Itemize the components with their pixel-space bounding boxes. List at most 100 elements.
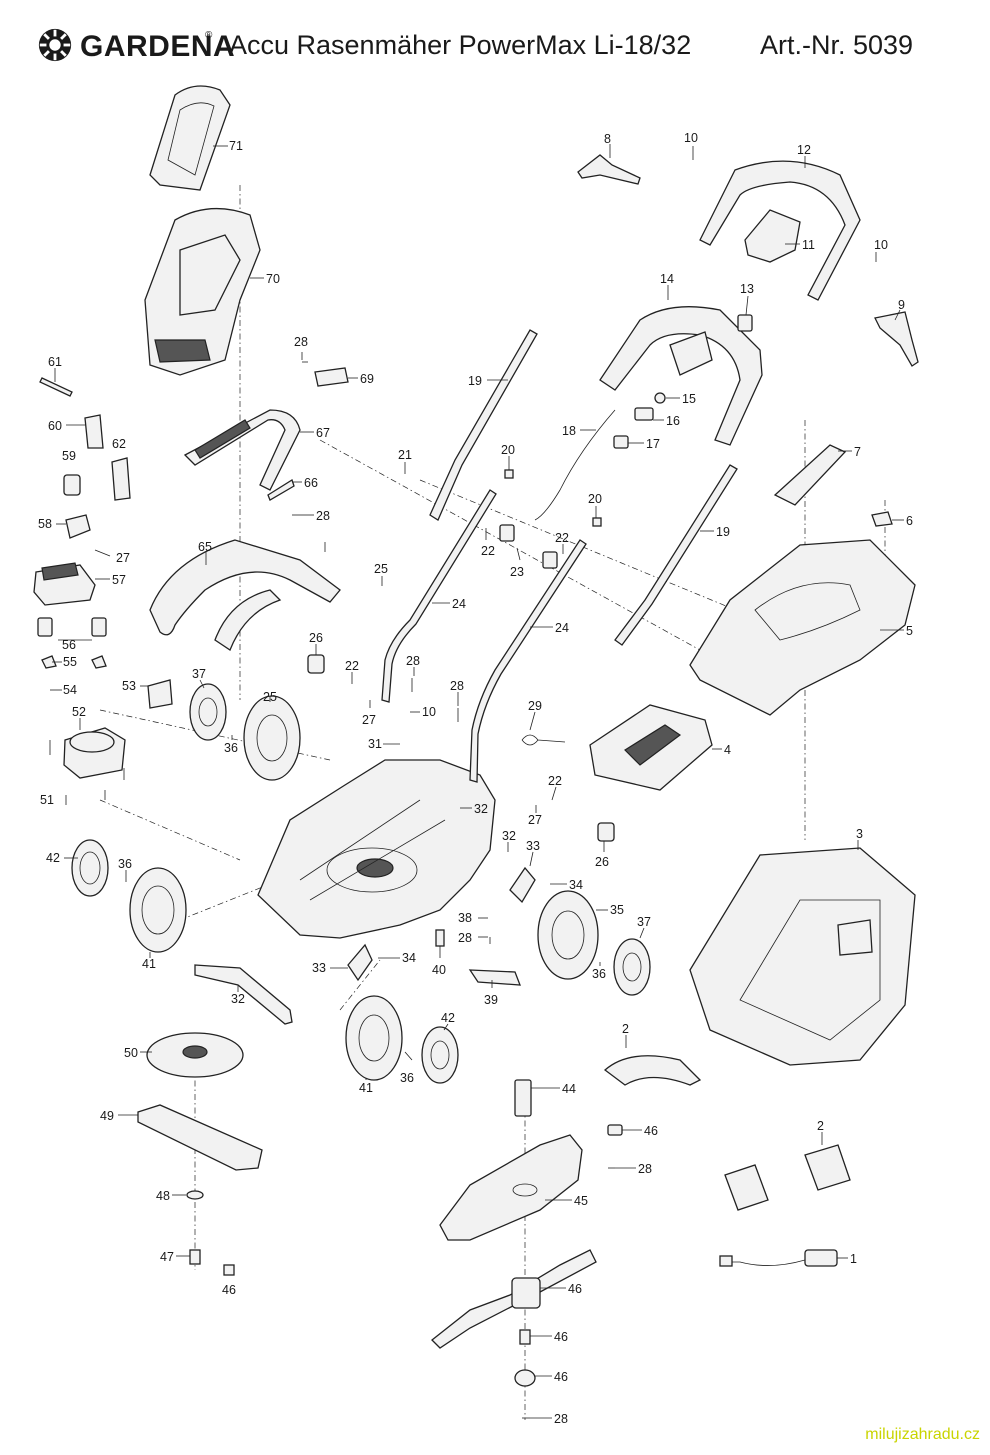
label-28-c: 28 [300, 509, 330, 523]
part-54-fan [146, 1032, 244, 1078]
svg-text:10: 10 [874, 238, 888, 252]
label-13: 13 [740, 282, 754, 316]
part-48-spring [519, 1329, 531, 1345]
label-63: 59 [62, 449, 76, 463]
label-72: 71 [213, 139, 243, 153]
svg-text:65: 65 [198, 540, 212, 554]
label-20-a: 20 [501, 443, 515, 470]
svg-text:22: 22 [548, 774, 562, 788]
part-33-height-lever [347, 866, 536, 982]
svg-text:70: 70 [266, 272, 280, 286]
svg-text:32: 32 [231, 992, 245, 1006]
article-number: Art.-Nr. 5039 [760, 30, 914, 60]
part-2-battery-b [804, 1144, 851, 1191]
label-65: 61 [48, 355, 62, 382]
svg-text:14: 14 [660, 272, 674, 286]
svg-text:3: 3 [856, 827, 863, 841]
label-36-d: 36 [400, 1051, 414, 1085]
label-36-c: 36 [592, 962, 606, 981]
part-44-shaft [514, 1079, 532, 1117]
label-22-a: 22 [345, 659, 359, 684]
part-55-screws [49, 740, 125, 805]
label-46: 46 [622, 1124, 658, 1138]
svg-text:22: 22 [555, 531, 569, 545]
part-56-motor [63, 727, 126, 779]
label-18: 18 [562, 424, 596, 438]
label-12: 12 [797, 143, 811, 168]
label-64: 60 [48, 419, 85, 433]
svg-text:71: 71 [229, 139, 243, 153]
label-19-b: 19 [700, 525, 730, 539]
svg-text:27: 27 [528, 813, 542, 827]
part-7-tab [871, 511, 893, 527]
svg-text:44: 44 [562, 1082, 576, 1096]
svg-text:18: 18 [562, 424, 576, 438]
label-21: 21 [398, 448, 412, 474]
svg-text:46: 46 [222, 1283, 236, 1297]
label-9-b: 9 [894, 298, 905, 321]
part-20-nuts [504, 469, 602, 527]
svg-text:62: 62 [112, 437, 126, 451]
svg-text:33: 33 [526, 839, 540, 853]
svg-text:53: 53 [122, 679, 136, 693]
label-59: 55 [52, 655, 77, 669]
label-6: 5 [880, 624, 913, 638]
label-27-a: 27 [362, 700, 376, 727]
label-17: 17 [628, 437, 660, 451]
part-46-plug [607, 1124, 623, 1136]
svg-text:31: 31 [368, 737, 382, 751]
svg-text:19: 19 [468, 374, 482, 388]
label-42-b: 42 [441, 1011, 455, 1031]
label-10-c: 10 [874, 238, 888, 262]
part-68-strip [267, 479, 295, 501]
part-8-handle-grip [773, 444, 847, 506]
part-2-battery-a [724, 1164, 769, 1211]
svg-text:59: 59 [62, 449, 76, 463]
label-15: 15 [666, 392, 696, 406]
part-9-clip-right [874, 311, 919, 367]
part-69-grille [183, 409, 301, 491]
svg-text:21: 21 [398, 448, 412, 462]
part-47-lever [431, 1249, 597, 1349]
part-26-knobs [307, 654, 615, 842]
label-45: 45 [545, 1194, 588, 1208]
svg-text:22: 22 [481, 544, 495, 558]
svg-text:46: 46 [554, 1370, 568, 1384]
svg-text:17: 17 [646, 437, 660, 451]
part-42-hubcap-left [71, 839, 109, 897]
part-3-flap [603, 1055, 702, 1086]
label-34-b: 34 [378, 951, 416, 965]
label-5: 4 [712, 743, 731, 757]
svg-text:41: 41 [359, 1081, 373, 1095]
svg-text:9: 9 [898, 298, 905, 312]
label-34-a: 34 [550, 878, 583, 892]
label-10-b: 10 [684, 131, 698, 160]
svg-text:38: 38 [458, 911, 472, 925]
svg-text:36: 36 [224, 741, 238, 755]
label-16: 16 [653, 414, 680, 428]
svg-text:11: 11 [802, 238, 815, 252]
part-37-hubcap-right [613, 938, 651, 996]
svg-text:19: 19 [716, 525, 730, 539]
label-68: 66 [292, 476, 318, 490]
label-29: 29 [528, 699, 542, 731]
svg-text:27: 27 [116, 551, 130, 565]
label-28-h: 28 [530, 1412, 568, 1426]
part-35-wheel-right [537, 890, 599, 980]
product-title: Accu Rasenmäher PowerMax Li-18/32 [229, 30, 692, 60]
svg-text:36: 36 [400, 1071, 414, 1085]
svg-text:7: 7 [854, 445, 861, 459]
label-11: 11 [785, 238, 815, 252]
label-69: 67 [300, 426, 330, 440]
svg-text:25: 25 [374, 562, 388, 576]
svg-text:10: 10 [422, 705, 436, 719]
svg-text:8: 8 [604, 132, 611, 146]
svg-text:36: 36 [118, 857, 132, 871]
label-22-d: 22 [555, 531, 569, 554]
brand-name: GARDENA [80, 30, 236, 63]
label-22-b: 22 [548, 774, 562, 801]
part-29-spring [521, 734, 566, 746]
svg-text:26: 26 [595, 855, 609, 869]
part-63-knob [63, 474, 81, 496]
part-70-bracket [314, 367, 349, 387]
